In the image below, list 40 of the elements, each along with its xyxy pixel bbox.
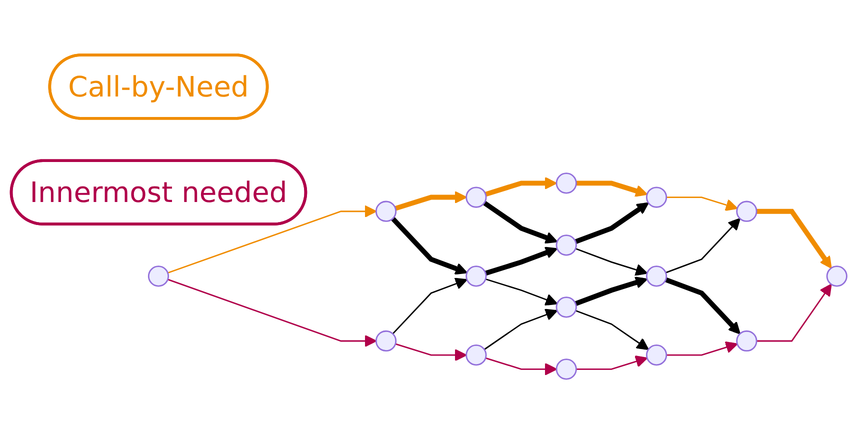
arrow — [168, 278, 377, 348]
arrow — [666, 341, 738, 356]
arrow — [576, 180, 648, 197]
arrow — [390, 216, 468, 275]
node-circle — [736, 200, 758, 222]
node-circle — [375, 200, 397, 222]
node-circle — [466, 266, 487, 287]
arrow — [484, 246, 558, 276]
arrow — [575, 248, 648, 276]
node-circle — [736, 330, 758, 352]
node-circle — [466, 344, 487, 366]
arrow — [395, 343, 467, 362]
arrow — [168, 205, 377, 274]
arrow — [482, 200, 558, 244]
node-circle — [466, 186, 487, 208]
arrow — [664, 277, 740, 334]
arrow — [392, 278, 468, 334]
arrow — [485, 278, 558, 306]
arrow — [576, 355, 648, 370]
node-circle — [646, 186, 668, 208]
node-circle — [556, 358, 577, 380]
node-circle — [646, 344, 668, 366]
arrow — [756, 208, 832, 269]
arrow — [574, 276, 648, 306]
node-circle — [375, 330, 397, 352]
arrow — [484, 176, 558, 197]
arrow — [394, 191, 467, 211]
arrow — [485, 357, 558, 376]
arrow — [484, 308, 558, 350]
arrow — [574, 202, 649, 244]
node-circle — [556, 296, 577, 318]
node-circle — [148, 266, 170, 287]
node-circle — [556, 234, 577, 256]
node-circle — [646, 266, 668, 287]
arrow — [575, 310, 649, 350]
node-circle — [556, 172, 577, 194]
arrow — [666, 218, 740, 274]
arrow — [666, 196, 738, 211]
node-circle — [826, 266, 848, 287]
arrow — [756, 284, 832, 342]
